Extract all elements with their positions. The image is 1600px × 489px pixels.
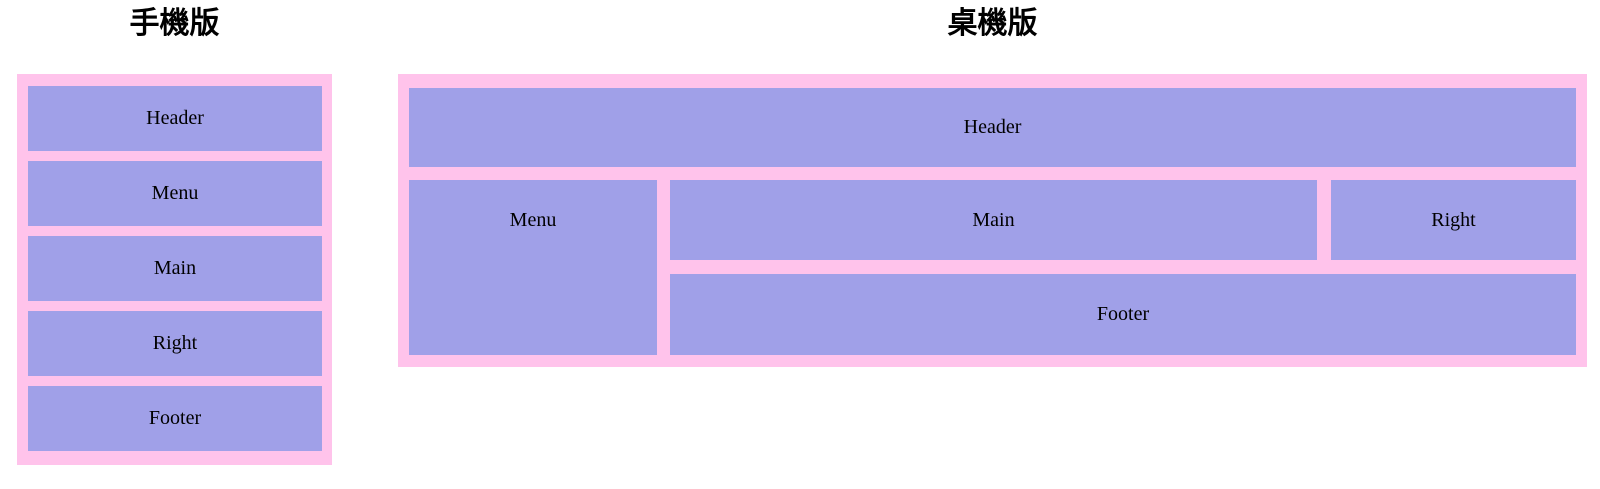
mobile-main-label: Main	[153, 257, 197, 279]
desktop-right-label: Right	[1431, 208, 1476, 231]
mobile-menu-label: Menu	[151, 182, 199, 204]
mobile-menu-block: Menu	[28, 161, 322, 226]
mobile-main-block: Main	[28, 236, 322, 301]
mobile-right-block: Right	[28, 311, 322, 376]
desktop-main-block: Main	[670, 180, 1317, 260]
mobile-footer-label: Footer	[148, 407, 202, 429]
desktop-right-block: Right	[1331, 180, 1576, 260]
desktop-header-block: Header	[409, 88, 1576, 167]
desktop-content-column: Main Right Footer	[670, 180, 1576, 356]
desktop-section-title: 桌機版	[947, 7, 1038, 40]
mobile-section-title: 手機版	[129, 7, 220, 40]
desktop-layout-container: Header Menu Main Right Footer	[398, 74, 1587, 367]
mobile-footer-block: Footer	[28, 386, 322, 451]
desktop-menu-block: Menu	[409, 180, 657, 355]
desktop-main-label: Main	[972, 208, 1015, 231]
mobile-header-block: Header	[28, 86, 322, 151]
desktop-body-row: Menu Main Right Footer	[409, 180, 1576, 356]
desktop-main-row: Main Right	[670, 180, 1576, 260]
mobile-header-label: Header	[146, 107, 204, 129]
desktop-menu-textbox: Menu	[409, 180, 657, 260]
desktop-footer-block: Footer	[670, 274, 1576, 355]
mobile-layout-container: Header Menu Main Right Footer	[17, 74, 332, 465]
desktop-header-label: Header	[963, 116, 1022, 138]
desktop-footer-label: Footer	[1096, 303, 1150, 325]
mobile-right-label: Right	[152, 332, 198, 354]
desktop-menu-label: Menu	[509, 208, 557, 231]
